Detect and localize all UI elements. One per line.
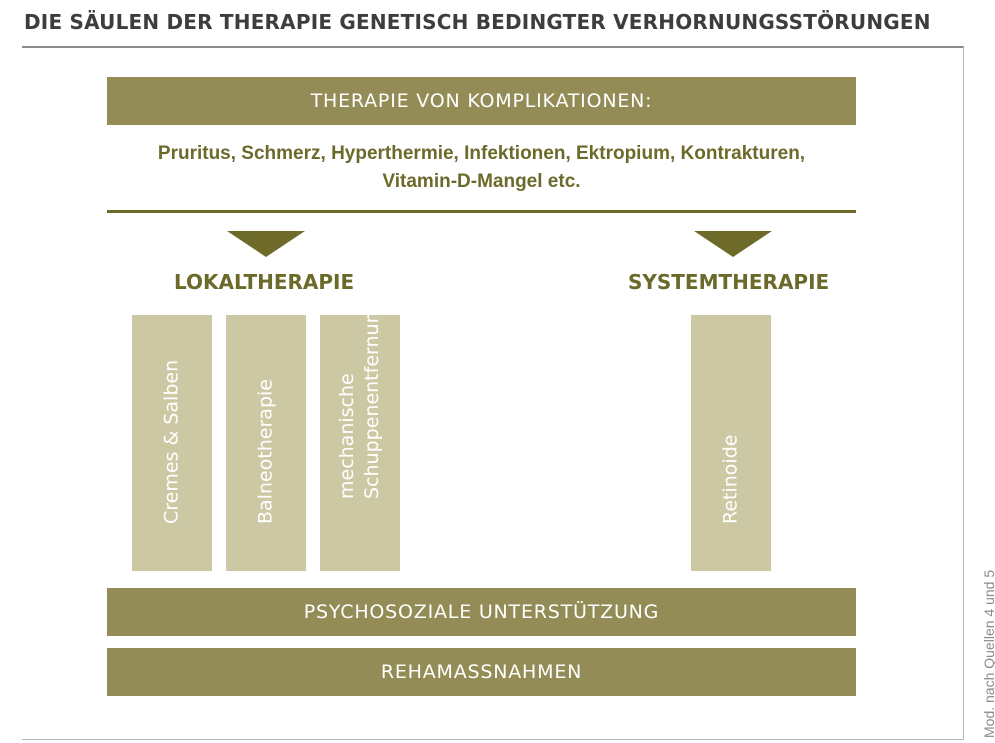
psychosocial-support-band: PSYCHOSOZIALE UNTERSTÜTZUNG (107, 588, 856, 636)
rehab-band: REHAMASSNAHMEN (107, 648, 856, 696)
systemic-therapy-heading: SYSTEMTHERAPIE (628, 270, 830, 294)
pillar-label: Retinoide (719, 435, 744, 524)
arrow-down-icon-systemic (694, 231, 772, 257)
psychosocial-support-label: PSYCHOSOZIALE UNTERSTÜTZUNG (303, 601, 660, 623)
complications-heading: THERAPIE VON KOMPLIKATIONEN: (310, 90, 653, 112)
pillar-balneotherapie: Balneotherapie (226, 315, 306, 571)
complications-line-1: Pruritus, Schmerz, Hyperthermie, Infekti… (157, 143, 806, 164)
diagram-frame (22, 46, 964, 740)
source-note: Mod. nach Quellen 4 und 5 (981, 570, 995, 738)
pillar-schuppenentfernung: mechanische Schuppenentfernung (320, 299, 400, 571)
complications-list: Pruritus, Schmerz, Hyperthermie, Infekti… (107, 140, 856, 196)
pillar-cremes-salben: Cremes & Salben (132, 315, 212, 571)
diagram-title: DIE SÄULEN DER THERAPIE GENETISCH BEDING… (24, 10, 931, 34)
pillar-retinoide: Retinoide (691, 315, 771, 571)
arrow-down-icon-local (227, 231, 305, 257)
rehab-label: REHAMASSNAHMEN (380, 661, 583, 683)
complications-line-2: Vitamin-D-Mangel etc. (382, 171, 581, 192)
local-therapy-heading: LOKALTHERAPIE (174, 270, 355, 294)
pillar-label-line: Schuppenentfernung (361, 299, 383, 499)
pillar-label-line: Retinoide (719, 434, 742, 524)
divider-rule (107, 210, 856, 213)
pillar-label-line: Balneotherapie (254, 379, 277, 524)
complications-band: THERAPIE VON KOMPLIKATIONEN: (107, 77, 856, 125)
pillar-label: Cremes & Salben (160, 360, 185, 524)
pillar-label: mechanische Schuppenentfernung (335, 299, 385, 499)
pillar-label-line: mechanische (336, 373, 358, 499)
pillar-label-line: Cremes & Salben (160, 359, 183, 524)
pillar-label: Balneotherapie (254, 379, 279, 524)
